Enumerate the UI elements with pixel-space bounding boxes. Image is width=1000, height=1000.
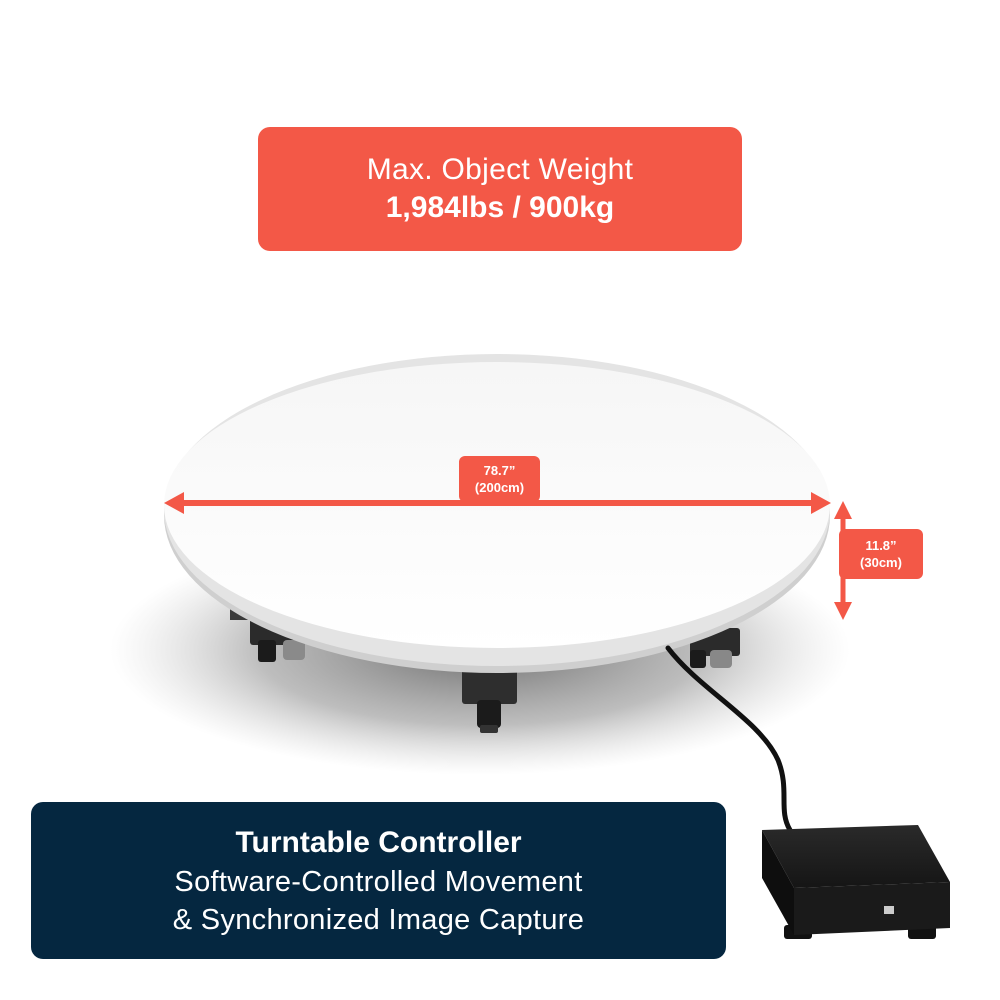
controller-box (762, 825, 950, 939)
height-inches: 11.8” (865, 538, 897, 553)
foot-center (462, 668, 517, 733)
height-label: 11.8” (30cm) (839, 529, 923, 579)
max-weight-label: Max. Object Weight (366, 153, 634, 186)
diameter-cm: (200cm) (474, 480, 525, 495)
diameter-arrow (164, 492, 831, 514)
controller-line-1: Software-Controlled Movement (174, 865, 583, 898)
diameter-label: 78.7” (200cm) (459, 456, 540, 502)
controller-line-2: & Synchronized Image Capture (172, 903, 585, 936)
max-weight-badge: Max. Object Weight 1,984lbs / 900kg (258, 127, 742, 251)
controller-info-card: Turntable Controller Software-Controlled… (31, 802, 726, 959)
height-cm: (30cm) (860, 555, 902, 570)
max-weight-value: 1,984lbs / 900kg (385, 191, 615, 224)
controller-title: Turntable Controller (235, 825, 522, 859)
diameter-inches: 78.7” (483, 463, 516, 478)
controller-cable (665, 645, 793, 833)
